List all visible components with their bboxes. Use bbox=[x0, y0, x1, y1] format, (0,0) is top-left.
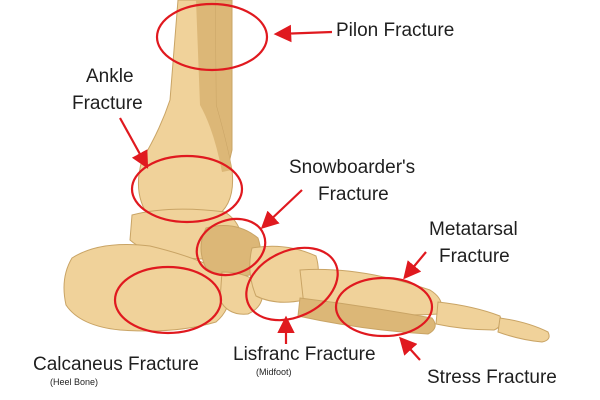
calcaneus-sub-label: (Heel Bone) bbox=[50, 377, 99, 387]
tibia-shade bbox=[196, 0, 232, 172]
calcaneus-fracture-circle bbox=[113, 265, 223, 335]
distal-phalanx-bone bbox=[497, 317, 550, 343]
ankle-arrow bbox=[119, 117, 149, 169]
metatarsal-fracture-label-line2: Fracture bbox=[439, 246, 510, 267]
metatarsal-arrow bbox=[403, 251, 427, 280]
pilon-fracture-circle bbox=[155, 2, 269, 72]
pilon-fracture-label: Pilon Fracture bbox=[336, 20, 455, 41]
snowboarders-fracture-label-line2: Fracture bbox=[318, 184, 389, 205]
lisfranc-sub-label: (Midfoot) bbox=[256, 367, 292, 377]
snowboarders-fracture-label-line1: Snowboarder's bbox=[289, 157, 416, 178]
stress-arrow bbox=[399, 336, 421, 361]
arrows bbox=[119, 24, 427, 361]
ankle-fracture-label-line1: Ankle bbox=[86, 66, 134, 87]
ankle-fracture-circle bbox=[130, 154, 244, 224]
snowboarders-arrow bbox=[260, 189, 303, 230]
ankle-fracture-label-line2: Fracture bbox=[72, 93, 143, 114]
snowboarders-fracture-circle bbox=[195, 217, 267, 277]
phalanx-bone bbox=[435, 301, 502, 331]
lisfranc-fracture-circle bbox=[245, 246, 339, 322]
lisfranc-fracture-label: Lisfranc Fracture bbox=[233, 344, 376, 365]
calcaneus-fracture-label: Calcaneus Fracture bbox=[33, 354, 199, 375]
metatarsal-fracture-label-line1: Metatarsal bbox=[429, 219, 518, 240]
fracture-markers bbox=[113, 2, 434, 338]
calcaneus-bone bbox=[63, 244, 231, 332]
pilon-arrow bbox=[273, 24, 333, 43]
metatarsal-fracture-circle bbox=[334, 276, 434, 338]
stress-fracture-label: Stress Fracture bbox=[427, 367, 557, 388]
